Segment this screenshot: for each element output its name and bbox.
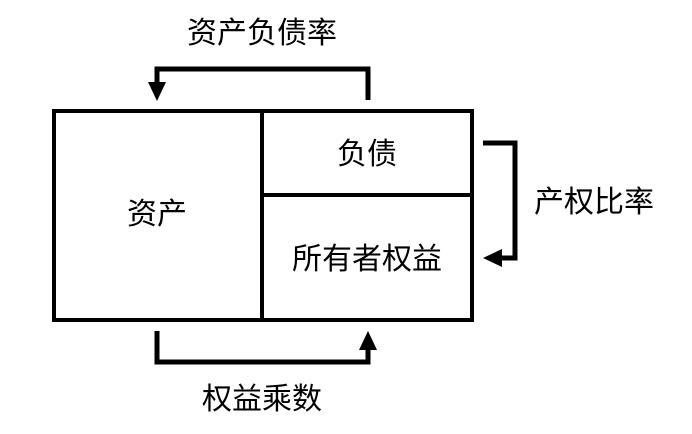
- equity-ratio-label: 产权比率: [534, 185, 654, 220]
- assets-label: 资产: [127, 197, 187, 232]
- debt-to-asset-ratio-label: 资产负债率: [187, 16, 337, 51]
- debt-to-asset-arrowhead: [148, 82, 166, 101]
- liabilities-label: 负债: [337, 137, 397, 172]
- equity-multiplier-arrowhead: [359, 331, 377, 350]
- equity-multiplier-arrow-line: [154, 331, 371, 365]
- equity-ratio-arrow-line: [483, 140, 518, 261]
- equity-ratio-arrowhead: [483, 249, 502, 267]
- equity-multiplier-label: 权益乘数: [202, 382, 322, 417]
- owners-equity-label: 所有者权益: [292, 242, 442, 277]
- debt-to-asset-arrow-line: [154, 66, 371, 100]
